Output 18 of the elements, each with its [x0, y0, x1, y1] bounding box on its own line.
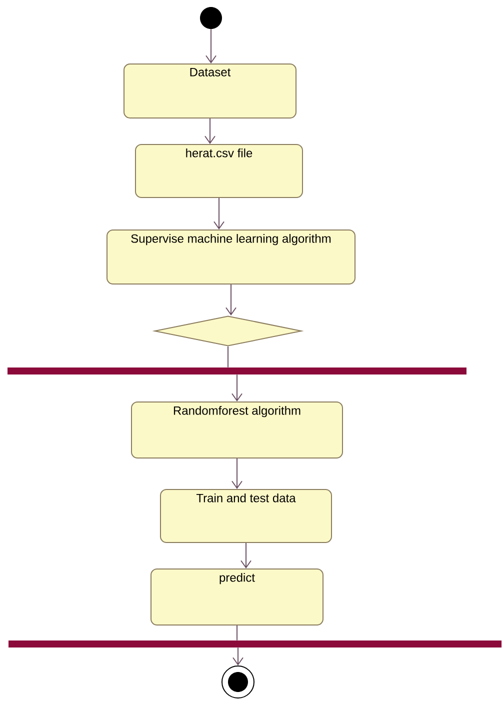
arrow — [226, 284, 236, 316]
activity-box: Dataset — [124, 64, 296, 118]
end-node — [222, 666, 254, 698]
arrow — [232, 374, 242, 402]
arrow — [232, 647, 244, 666]
activity-box: predict — [150, 568, 324, 626]
arrow — [240, 542, 252, 568]
sync-bar — [8, 368, 466, 374]
arrow — [214, 198, 224, 230]
start-node — [200, 7, 222, 29]
activity-box: Train and test data — [160, 489, 332, 543]
activity-box: Randomforest algorithm — [131, 402, 343, 458]
arrow — [204, 118, 216, 144]
arrow — [232, 458, 242, 489]
sync-bar — [8, 640, 502, 648]
activity-box: Supervise machine learning algorithm — [106, 230, 356, 284]
activity-box: herat.csv file — [135, 144, 303, 198]
arrow — [206, 28, 216, 64]
